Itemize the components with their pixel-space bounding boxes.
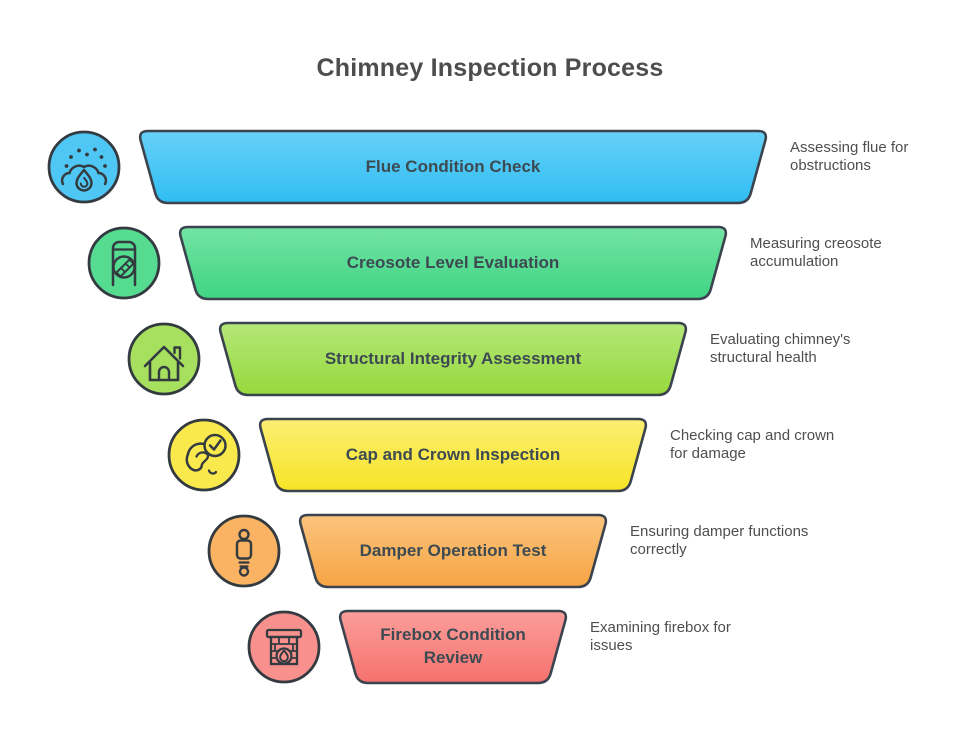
segment-label: Cap and Crown Inspection <box>345 444 561 464</box>
segment-description: Checking cap and crown for damage <box>670 427 835 463</box>
flue-gauge-icon <box>86 225 162 301</box>
smoke-flame-icon <box>46 129 122 205</box>
funnel-segment-shape <box>138 129 768 205</box>
funnel-segment <box>214 319 692 399</box>
fireplace-icon <box>246 609 322 685</box>
funnel-segment-shape <box>178 225 728 301</box>
funnel-segment-shape <box>258 417 648 493</box>
segment-description: Ensuring damper functions correctly <box>630 523 809 559</box>
funnel-segment <box>254 415 652 495</box>
funnel-segment <box>294 511 612 591</box>
ear-check-icon <box>166 417 242 493</box>
funnel-segment-shape <box>298 513 608 589</box>
segment-description: Examining firebox for issues <box>590 619 731 655</box>
damper-pull-icon <box>206 513 282 589</box>
funnel-segment <box>334 607 572 687</box>
house-icon <box>126 321 202 397</box>
segment-label: Flue Condition Check <box>365 156 541 176</box>
page-title: Chimney Inspection Process <box>316 54 664 82</box>
segment-description: Measuring creosote accumulation <box>750 235 882 271</box>
segment-description: Evaluating chimney's structural health <box>710 331 851 367</box>
segment-label: Structural Integrity Assessment <box>324 348 582 368</box>
funnel-segment-shape <box>218 321 688 397</box>
funnel-segment-shape <box>338 609 568 685</box>
segment-label: Firebox Condition Review <box>380 625 526 667</box>
funnel-segment <box>134 127 772 207</box>
funnel-segment <box>174 223 732 303</box>
segment-label: Creosote Level Evaluation <box>346 252 560 272</box>
segment-description: Assessing flue for obstructions <box>790 139 909 175</box>
segment-label: Damper Operation Test <box>359 540 547 560</box>
